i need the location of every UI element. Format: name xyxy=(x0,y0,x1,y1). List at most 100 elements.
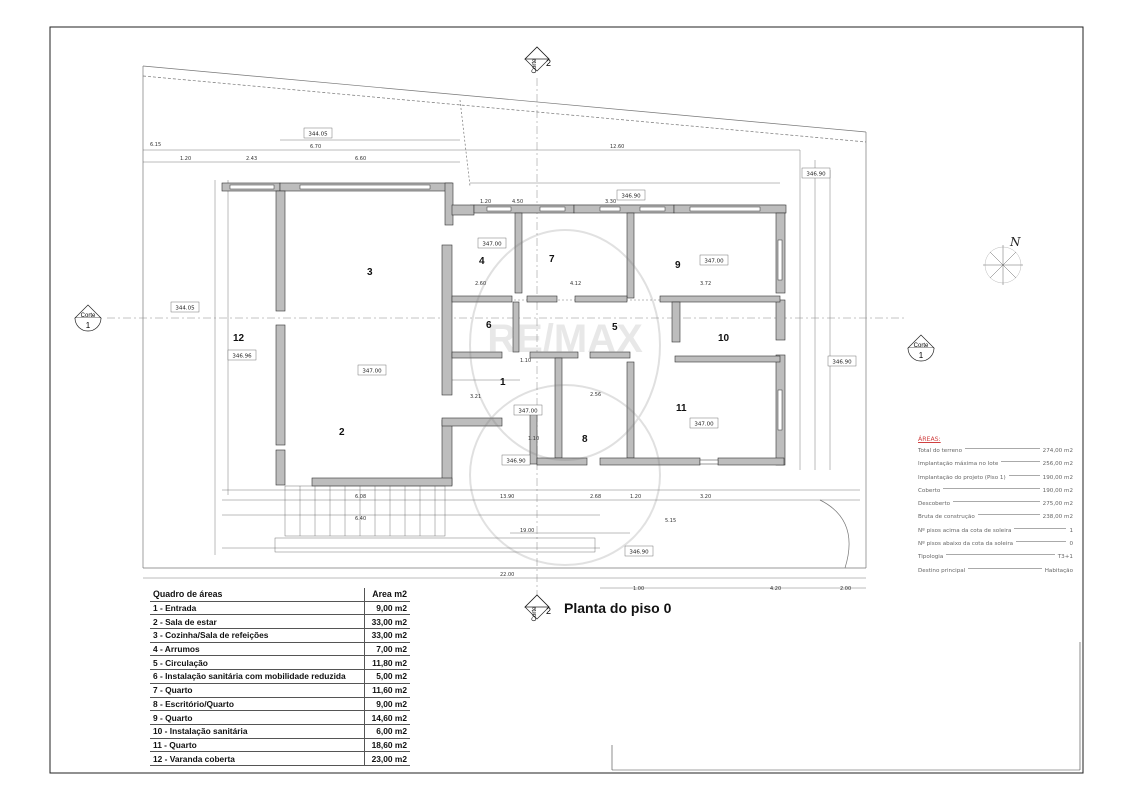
svg-text:Corte: Corte xyxy=(532,606,538,621)
svg-text:347.00: 347.00 xyxy=(362,369,382,375)
room-name: 7 - Quarto xyxy=(150,683,365,698)
dimension-label: 3.20 xyxy=(700,494,711,500)
terrace-steps xyxy=(274,485,596,553)
svg-text:344.05: 344.05 xyxy=(175,306,195,312)
room-number: 11 xyxy=(676,403,687,414)
room-area: 14,60 m2 xyxy=(364,710,410,725)
svg-text:2: 2 xyxy=(546,606,551,616)
room-area: 6,00 m2 xyxy=(364,724,410,739)
svg-text:346.90: 346.90 xyxy=(806,172,826,178)
svg-text:347.00: 347.00 xyxy=(704,259,724,265)
areas-header-area: Area m2 xyxy=(364,588,410,602)
section-cut-lines xyxy=(107,78,905,595)
room-number: 6 xyxy=(486,320,492,331)
dimension-lines xyxy=(143,139,866,589)
stats-value: 0 xyxy=(1069,541,1073,548)
north-compass-icon: N xyxy=(983,235,1023,285)
stats-label: Implantação máxima no lote xyxy=(918,461,999,468)
stats-value: 275,00 m2 xyxy=(1042,501,1073,508)
stats-label: Nº pisos acima da cota de soleira xyxy=(918,527,1012,534)
svg-text:344.05: 344.05 xyxy=(308,132,328,138)
level-tag: 344.05 xyxy=(303,127,333,139)
room-area: 11,80 m2 xyxy=(364,655,410,671)
stats-label: Bruta de construção xyxy=(918,514,975,521)
stats-title: ÁREAS: xyxy=(918,436,941,443)
room-number: 2 xyxy=(339,427,345,438)
level-tag: 346.90 xyxy=(616,189,646,201)
section-marker-top: Corte 2 xyxy=(524,46,551,73)
room-name: 10 - Instalação sanitária xyxy=(150,724,365,739)
room-name: 1 - Entrada xyxy=(150,601,365,616)
remax-watermark: RE/MAX xyxy=(469,229,661,566)
room-number: 1 xyxy=(500,377,506,388)
svg-text:Corte: Corte xyxy=(81,313,96,319)
dimension-label: 13.90 xyxy=(500,494,514,500)
dimension-label: 6.70 xyxy=(310,144,321,150)
svg-text:346.90: 346.90 xyxy=(621,194,641,200)
north-label: N xyxy=(1009,235,1021,249)
room-number: 4 xyxy=(479,256,485,267)
stats-label: Destino principal xyxy=(918,567,966,574)
dimension-label: 6.40 xyxy=(355,516,366,522)
level-tag: 346.90 xyxy=(801,167,831,179)
level-tag: 347.00 xyxy=(699,254,729,266)
dimension-label: 4.20 xyxy=(770,586,781,592)
stats-value: 274,00 m2 xyxy=(1042,448,1073,454)
room-number: 8 xyxy=(582,434,588,445)
svg-text:347.00: 347.00 xyxy=(518,409,538,415)
dimension-label: 2.00 xyxy=(840,586,851,592)
svg-text:1: 1 xyxy=(919,351,924,360)
room-number: 5 xyxy=(612,322,618,333)
dimension-label: 6.60 xyxy=(355,156,366,162)
room-area: 11,60 m2 xyxy=(364,683,410,698)
plot-boundary xyxy=(142,65,867,569)
table-row: 6 - Instalação sanitária com mobilidade … xyxy=(150,669,410,684)
room-name: 3 - Cozinha/Sala de refeições xyxy=(150,628,365,643)
stats-row: Implantação do projeto (Piso 1)190,00 m2 xyxy=(918,474,1073,488)
windows xyxy=(229,184,783,465)
room-area: 33,00 m2 xyxy=(364,614,410,630)
svg-text:347.00: 347.00 xyxy=(694,422,714,428)
dimension-label: 6.15 xyxy=(150,142,161,148)
room-number-group: 1 2 3 4 5 6 7 8 9 10 11 12 xyxy=(233,254,730,445)
plan-title: Planta do piso 0 xyxy=(564,600,672,616)
room-area: 9,00 m2 xyxy=(364,601,410,616)
stats-value: T3+1 xyxy=(1057,554,1073,561)
svg-text:2: 2 xyxy=(546,58,551,68)
svg-text:346.90: 346.90 xyxy=(506,459,526,465)
dimension-label: 19.00 xyxy=(520,528,534,534)
level-tag: 347.00 xyxy=(477,237,507,249)
dimension-label: 3.30 xyxy=(605,199,616,205)
stats-label: Nº pisos abaixo da cota da soleira xyxy=(918,541,1014,548)
dimension-label: 1.20 xyxy=(480,199,491,205)
level-tag: 346.90 xyxy=(501,454,531,466)
room-area: 7,00 m2 xyxy=(364,642,410,657)
room-area: 18,60 m2 xyxy=(364,738,410,753)
dimension-label: 5.15 xyxy=(665,518,676,524)
stats-row: Destino principal Habitação xyxy=(918,567,1073,581)
dimension-label: 22.00 xyxy=(500,572,514,578)
level-tag: 346.90 xyxy=(827,355,857,367)
dimension-label: 1.20 xyxy=(630,494,641,500)
stats-value: Habitação xyxy=(1044,567,1073,574)
watermark-text: RE/MAX xyxy=(487,317,643,361)
room-number: 10 xyxy=(718,333,730,344)
dimension-label: 1.00 xyxy=(633,586,644,592)
room-number: 12 xyxy=(233,333,245,344)
stats-label: Implantação do projeto (Piso 1) xyxy=(918,474,1006,481)
